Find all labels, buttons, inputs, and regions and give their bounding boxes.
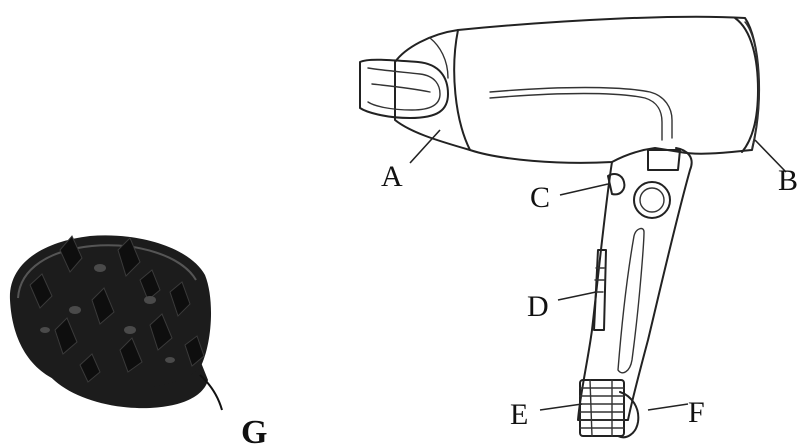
hinge-button-inner: [639, 187, 665, 213]
dryer-rear-cap-inner: [744, 21, 760, 149]
nozzle-a-inner: [367, 67, 441, 111]
body-channel: [489, 86, 673, 141]
label-b: B: [778, 164, 798, 197]
dryer-nozzle-cone: [394, 29, 471, 151]
dryer-rear-cap: [734, 17, 759, 153]
hair-dryer: A B C D E F: [359, 15, 798, 439]
cord-protector-e: [579, 379, 625, 437]
leader-e: [539, 403, 583, 411]
diffuser-rim: [17, 244, 197, 299]
label-d: D: [527, 290, 549, 323]
label-a: A: [381, 160, 403, 193]
label-c: C: [530, 181, 550, 214]
nozzle-a: [359, 58, 449, 119]
diffuser-vents: [40, 264, 175, 363]
handle-groove: [617, 227, 645, 374]
switch-d-ridges: [594, 267, 605, 293]
diffuser-cord: [199, 374, 223, 411]
diffuser-prongs: [29, 235, 205, 383]
leader-a: [409, 129, 441, 164]
nozzle-a-edge: [429, 37, 449, 79]
handle-hinge: [647, 149, 681, 171]
leader-b: [754, 139, 787, 173]
hanging-loop-f: [617, 391, 640, 439]
cool-shot-button: [607, 173, 626, 196]
nozzle-a-slot: [371, 83, 431, 93]
label-g: G: [241, 414, 267, 447]
diffuser-attachment-g: G: [9, 235, 267, 447]
switch-d: [593, 249, 607, 331]
leader-f: [647, 403, 689, 411]
leader-c: [559, 183, 609, 196]
dryer-handle: [577, 147, 693, 421]
hinge-button: [633, 181, 671, 219]
label-e: E: [510, 398, 528, 431]
label-f: F: [688, 396, 705, 429]
leader-d: [557, 291, 597, 301]
dryer-body: [453, 15, 761, 164]
